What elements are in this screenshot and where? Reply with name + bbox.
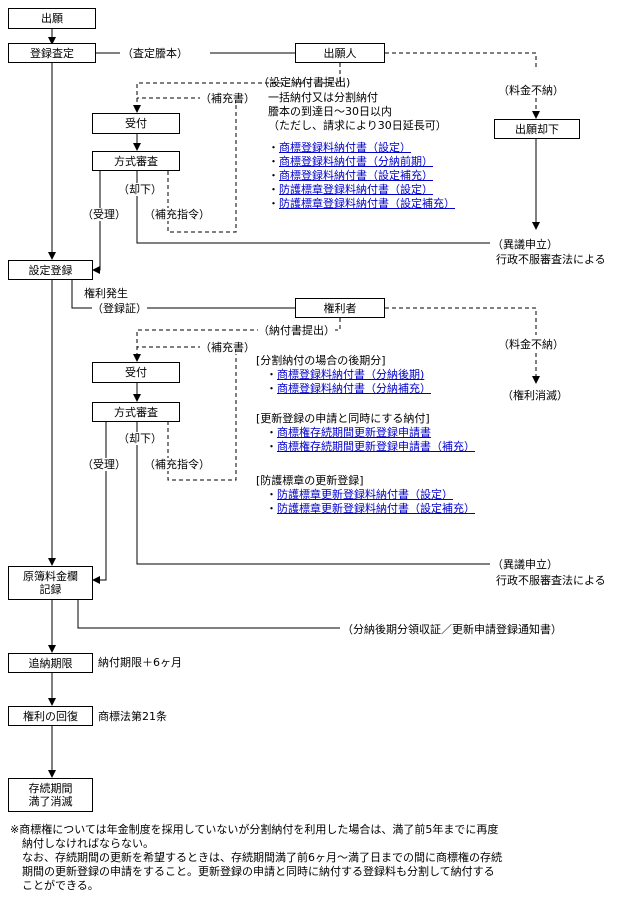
acceptance-label-2: （受理） <box>82 458 126 471</box>
supplement-order-label-2: （補充指令） <box>144 458 210 471</box>
form-link-split-1[interactable]: 商標登録料納付書（分納後期) <box>277 368 424 381</box>
deadline-label: 謄本の到達日～30日以内 <box>268 105 392 118</box>
form-link-setting-2[interactable]: 商標登録料納付書（分納前期） <box>279 155 433 168</box>
registration-certificate-label: （登録証） <box>92 302 147 315</box>
objection-label-2: （異議申立） <box>492 558 558 571</box>
footnote-line: 納付しなければならない。 <box>10 837 620 851</box>
footnote-line: ことができる。 <box>10 879 620 893</box>
ledger-fee-record-line1: 原簿料金欄 <box>23 570 78 583</box>
extension-label: （ただし、請求により30日延長可） <box>268 119 447 132</box>
receipt-notice-label: （分納後期分領収証／更新申請登録通知書） <box>342 623 562 636</box>
supplement-label-2: （補充書） <box>200 341 255 354</box>
form-link-renewal-1[interactable]: 商標権存続期間更新登録申請書 <box>277 426 431 439</box>
examination-copy-label: （査定謄本） <box>122 47 188 60</box>
formal-examination-box-1: 方式審査 <box>92 151 180 171</box>
payment-deadline-label: 納付期限＋6ヶ月 <box>98 656 182 669</box>
form-link-split-2[interactable]: 商標登録料納付書（分納補充） <box>277 382 431 395</box>
receipt-box-1: 受付 <box>92 113 180 134</box>
fee-unpaid-label-2: （料金不納） <box>498 338 564 351</box>
additional-payment-deadline-box: 追納期限 <box>8 653 93 673</box>
admin-appeal-label-2: 行政不服審査法による <box>496 574 606 587</box>
form-link-defensive-1[interactable]: 防護標章更新登録料納付書（設定） <box>277 488 453 501</box>
footnote: ※商標権については年金制度を採用していないが分割納付を利用した場合は、満了前5年… <box>10 823 620 893</box>
registration-box: 設定登録 <box>8 260 93 280</box>
trademark-law-label: 商標法第21条 <box>98 710 167 723</box>
rejection-label-1: （却下） <box>118 183 162 196</box>
lump-sum-label: 一括納付又は分割納付 <box>268 91 378 104</box>
renewal-title: [更新登録の申請と同時にする納付] <box>256 412 475 426</box>
term-expiry-box: 存続期間 満了消滅 <box>8 778 93 812</box>
right-restoration-box: 権利の回復 <box>8 706 93 726</box>
term-expiry-line2: 満了消滅 <box>29 795 73 808</box>
ledger-fee-record-box: 原簿料金欄 記録 <box>8 566 93 600</box>
footnote-line: なお、存続期間の更新を希望するときは、存続期間満了前6ヶ月～満了日までの間に商標… <box>10 851 620 865</box>
right-arises-label: 権利発生 <box>84 287 128 300</box>
applicant-box: 出願人 <box>295 43 385 63</box>
supplement-order-label-1: （補充指令） <box>144 208 210 221</box>
right-extinction-label: （権利消滅） <box>502 389 568 402</box>
payment-submit-label: （納付書提出） <box>258 324 335 337</box>
renewal-section: [更新登録の申請と同時にする納付] ・商標権存続期間更新登録申請書 ・商標権存続… <box>256 412 475 454</box>
form-link-setting-1[interactable]: 商標登録料納付書（設定） <box>279 141 411 154</box>
application-dismissal-box: 出願却下 <box>494 119 580 139</box>
footnote-line: 期間の更新登録の申請をすること。更新登録の申請と同時に納付する登録料も分割して納… <box>10 865 620 879</box>
setting-payment-submit-label: （設定納付書提出) <box>258 76 350 89</box>
form-link-setting-3[interactable]: 商標登録料納付書（設定補充） <box>279 169 433 182</box>
form-link-setting-4[interactable]: 防護標章登録料納付書（設定） <box>279 183 433 196</box>
ledger-fee-record-line2: 記録 <box>40 583 62 596</box>
receipt-box-2: 受付 <box>92 362 180 383</box>
right-holder-box: 権利者 <box>295 298 385 318</box>
defensive-mark-title: [防護標章の更新登録] <box>256 474 475 488</box>
formal-examination-box-2: 方式審査 <box>92 402 180 422</box>
form-link-defensive-2[interactable]: 防護標章更新登録料納付書（設定補充） <box>277 502 475 515</box>
split-payment-title: [分割納付の場合の後期分] <box>256 354 431 368</box>
objection-label-1: （異議申立） <box>492 238 558 251</box>
term-expiry-line1: 存続期間 <box>29 782 73 795</box>
form-link-setting-5[interactable]: 防護標章登録料納付書（設定補充） <box>279 197 455 210</box>
fee-unpaid-label-1: （料金不納） <box>498 84 564 97</box>
footnote-line: ※商標権については年金制度を採用していないが分割納付を利用した場合は、満了前5年… <box>10 823 620 837</box>
setting-form-links: ・商標登録料納付書（設定） ・商標登録料納付書（分納前期） ・商標登録料納付書（… <box>268 141 455 211</box>
admin-appeal-label-1: 行政不服審査法による <box>496 253 606 266</box>
rejection-label-2: （却下） <box>118 432 162 445</box>
supplement-label-1: （補充書） <box>200 92 255 105</box>
split-payment-section: [分割納付の場合の後期分] ・商標登録料納付書（分納後期) ・商標登録料納付書（… <box>256 354 431 396</box>
acceptance-label-1: （受理） <box>82 208 126 221</box>
defensive-mark-section: [防護標章の更新登録] ・防護標章更新登録料納付書（設定） ・防護標章更新登録料… <box>256 474 475 516</box>
application-box: 出願 <box>8 8 96 29</box>
registration-examination-box: 登録査定 <box>8 43 96 63</box>
form-link-renewal-2[interactable]: 商標権存続期間更新登録申請書（補充） <box>277 440 475 453</box>
